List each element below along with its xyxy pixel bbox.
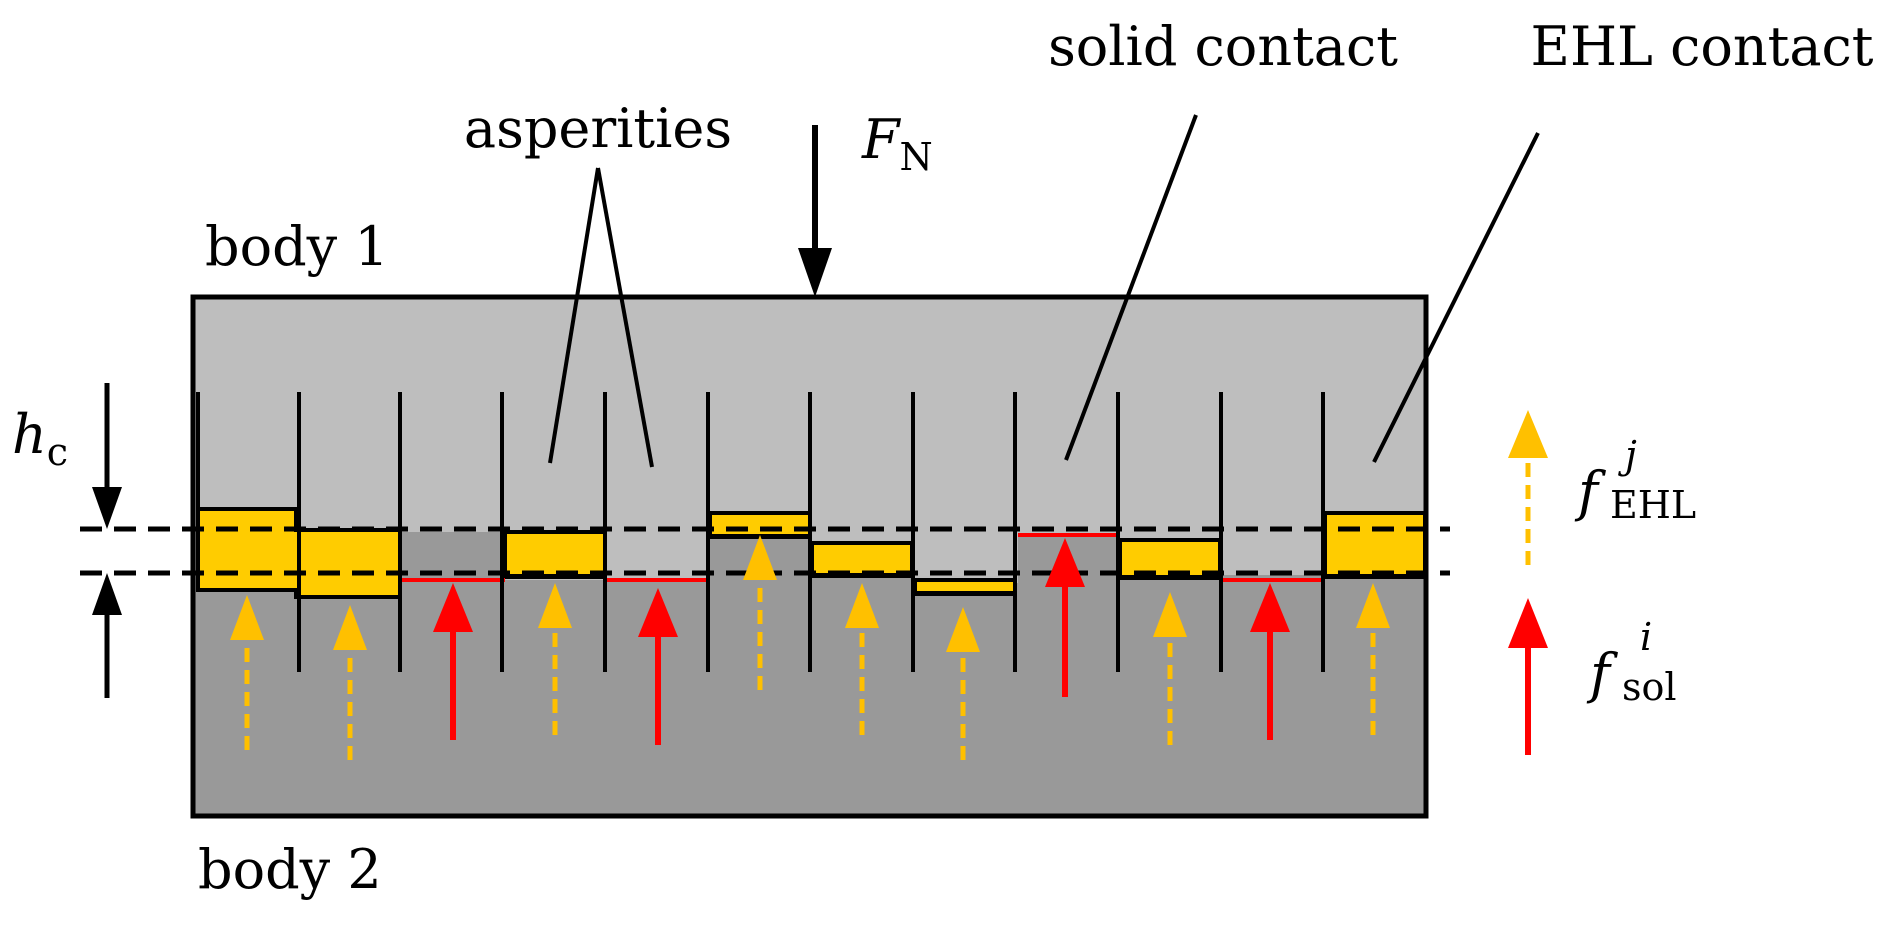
solid-contact-label: solid contact <box>1048 15 1398 78</box>
ehl-force-arrow <box>743 535 777 690</box>
solid-force-arrow <box>1250 583 1290 740</box>
asperities-label: asperities <box>464 97 732 160</box>
ehl-force-arrow <box>230 595 264 750</box>
solid-contact-lines <box>400 533 1325 582</box>
lubricant-pocket-7 <box>1323 511 1427 578</box>
svg-text:f: f <box>1574 460 1606 523</box>
lubricant-pocket-2 <box>503 530 607 578</box>
lubricant-pocket-3 <box>708 511 812 538</box>
solid-force-arrows <box>433 538 1290 745</box>
solid-force-arrow <box>433 583 473 740</box>
lubricant-pocket-4 <box>810 541 914 577</box>
hc-label: hc <box>12 403 68 474</box>
ehl-force-arrow <box>538 583 572 735</box>
svg-text:i: i <box>1640 615 1652 659</box>
body-2-label: body 2 <box>198 838 382 901</box>
ehl-force-arrows <box>230 535 1390 760</box>
body-1-label: body 1 <box>205 215 389 278</box>
f-sol-label: f i sol <box>1586 615 1677 709</box>
leader-lines <box>548 114 1540 468</box>
ehl-force-arrow <box>1153 592 1187 745</box>
svg-text:j: j <box>1618 433 1637 477</box>
legend-solid-arrow <box>1508 598 1548 755</box>
solid-contact-leader <box>1064 114 1198 461</box>
svg-text:f: f <box>1586 642 1618 705</box>
ehl-force-arrow <box>1356 583 1390 735</box>
legend-ehl-arrow <box>1508 410 1548 565</box>
svg-text:sol: sol <box>1622 665 1677 709</box>
ehl-force-arrow <box>946 607 980 760</box>
normal-force-arrow <box>798 125 832 297</box>
solid-force-arrow <box>638 588 678 745</box>
ehl-force-arrow <box>845 583 879 735</box>
asperities-leader-right <box>596 167 654 468</box>
f-ehl-label: f j EHL <box>1574 433 1696 527</box>
asperities-leader-left <box>548 167 600 464</box>
hc-dimension-arrows <box>92 383 122 698</box>
body-2-surface <box>198 535 1425 599</box>
asperity-separators <box>196 392 1325 672</box>
normal-force-label: FN <box>861 108 933 179</box>
ehl-contact-label: EHL contact <box>1531 15 1874 78</box>
ehl-contact-leader <box>1372 132 1540 463</box>
svg-text:EHL: EHL <box>1610 483 1696 527</box>
ehl-force-arrow <box>333 605 367 760</box>
solid-force-arrow <box>1045 538 1085 697</box>
lubricant-pocket-5 <box>913 578 1017 595</box>
body-outline <box>190 294 1429 819</box>
